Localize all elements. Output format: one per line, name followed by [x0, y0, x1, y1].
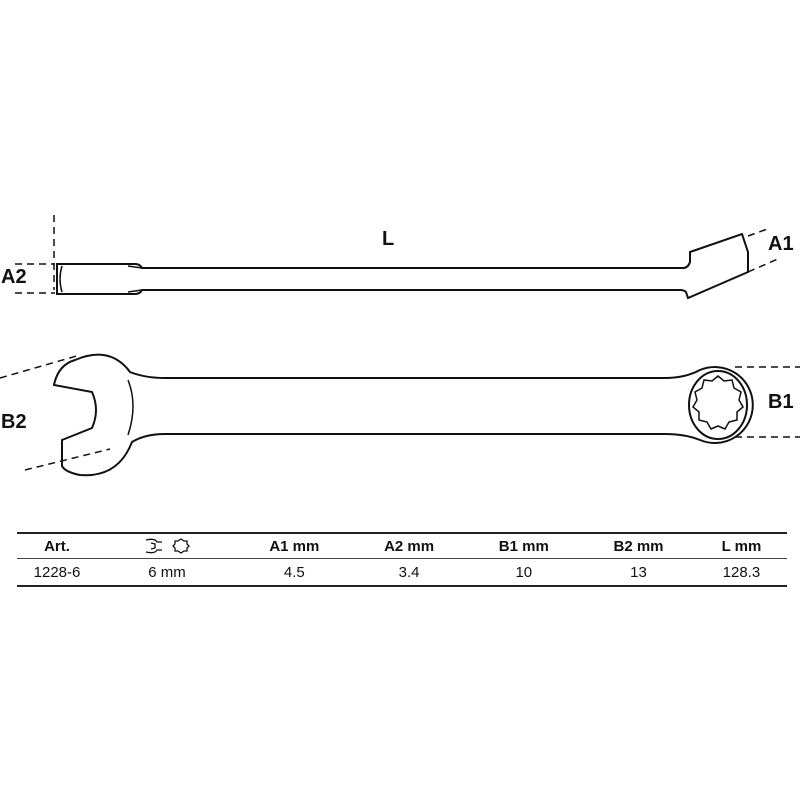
wrench-side-view — [56, 232, 749, 300]
col-b1: B1 mm — [466, 532, 582, 559]
cell-b2: 13 — [581, 558, 696, 587]
spec-table: Art. A1 mm A2 mm B1 mm B2 mm L mm 1228-6… — [17, 532, 787, 587]
col-size-icon — [97, 532, 237, 559]
label-B1: B1 — [768, 391, 794, 413]
cell-b1: 10 — [466, 558, 582, 587]
col-b2: B2 mm — [581, 532, 696, 559]
dimension-lines — [0, 215, 800, 471]
cell-size: 6 mm — [97, 558, 237, 587]
label-B2: B2 — [1, 411, 27, 433]
label-A1: A1 — [768, 233, 794, 255]
wrench-top-view — [52, 353, 754, 477]
cell-art: 1228-6 — [17, 558, 97, 587]
col-a1: A1 mm — [237, 532, 352, 559]
col-art: Art. — [17, 532, 97, 559]
table-header-row: Art. A1 mm A2 mm B1 mm B2 mm L mm — [17, 532, 787, 559]
cell-a2: 3.4 — [351, 558, 467, 587]
label-A2: A2 — [1, 266, 27, 288]
cell-a1: 4.5 — [237, 558, 352, 587]
label-L: L — [382, 228, 395, 250]
wrench-drawing — [0, 215, 800, 477]
col-a2: A2 mm — [351, 532, 467, 559]
table-row: 1228-6 6 mm 4.5 3.4 10 13 128.3 — [17, 558, 787, 587]
col-l: L mm — [695, 532, 787, 559]
open-end-and-ring-icon — [145, 538, 190, 554]
twelve-point-ring — [692, 375, 744, 430]
cell-l: 128.3 — [695, 558, 787, 587]
